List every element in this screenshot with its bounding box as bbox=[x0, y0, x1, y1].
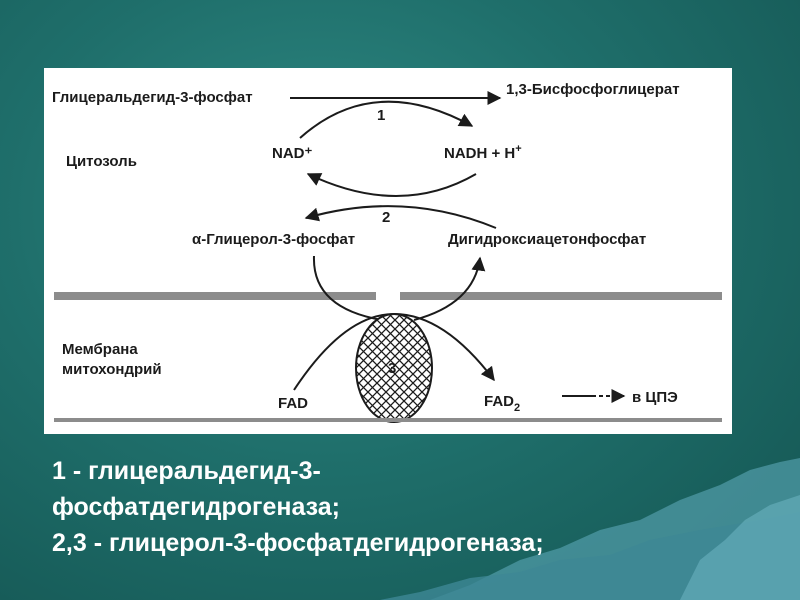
fad-to-fadh2-arc bbox=[293, 312, 495, 391]
outer-membrane-left bbox=[54, 292, 376, 300]
glycerol-phosphate-shuttle-diagram: Глицеральдегид-3-фосфат 1,3-Бисфосфоглиц… bbox=[52, 81, 722, 423]
glyceraldehyde-3-phosphate-label: Глицеральдегид-3-фосфат bbox=[52, 89, 253, 106]
svg-text:NADH + H+: NADH + H+ bbox=[444, 143, 522, 162]
diagram-panel: Глицеральдегид-3-фосфат 1,3-Бисфосфоглиц… bbox=[44, 68, 732, 434]
etc-label: в ЦПЭ bbox=[632, 389, 678, 406]
membrane-label-line2: митохондрий bbox=[62, 361, 162, 378]
nadh-label: NADH + H bbox=[444, 145, 515, 162]
dhap-to-glycerol3p-arc bbox=[304, 205, 497, 229]
enzyme-3-label: 3 bbox=[388, 360, 396, 377]
outer-membrane-right bbox=[400, 292, 722, 300]
alpha-glycerol-3-phosphate-label: α-Глицерол-3-фосфат bbox=[192, 231, 355, 248]
nadh-to-nad-arc bbox=[306, 173, 477, 197]
legend-line-1: 1 - глицеральдегид-3- bbox=[52, 457, 321, 485]
membrane-label-line1: Мембрана bbox=[62, 341, 138, 358]
fadh2-subscript: 2 bbox=[514, 402, 520, 414]
enzyme-legend: 1 - глицеральдегид-3- фосфатдегидрогеназ… bbox=[52, 453, 772, 561]
svg-text:FAD2: FAD2 bbox=[484, 393, 520, 414]
dihydroxyacetone-phosphate-label: Дигидроксиацетонфосфат bbox=[448, 231, 646, 248]
nad-to-nadh-arc bbox=[299, 100, 474, 139]
fadh2-label: FAD bbox=[484, 393, 514, 410]
bisphosphoglycerate-label: 1,3-Бисфосфоглицерат bbox=[506, 81, 680, 98]
glycerol3p-down-arc bbox=[312, 255, 383, 321]
nad-label: NAD⁺ bbox=[272, 145, 312, 162]
legend-line-3: 2,3 - глицерол-3-фосфатдегидрогеназа; bbox=[52, 529, 544, 557]
fad-label: FAD bbox=[278, 395, 308, 412]
enzyme-1-label: 1 bbox=[377, 107, 385, 124]
legend-line-2: фосфатдегидрогеназа; bbox=[52, 493, 341, 521]
enzyme-2-label: 2 bbox=[382, 209, 390, 226]
nadh-superscript: + bbox=[515, 143, 521, 155]
dhap-return-arc bbox=[413, 256, 486, 321]
cytosol-label: Цитозоль bbox=[66, 153, 137, 170]
